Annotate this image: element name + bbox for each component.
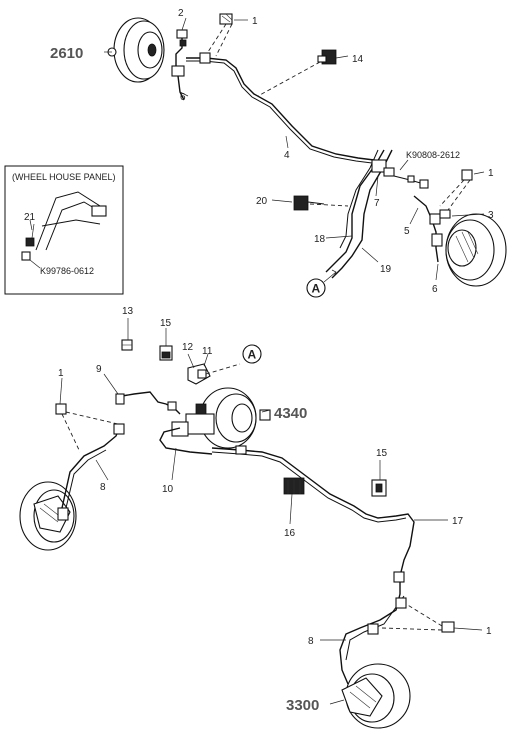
- clip-left: [55, 403, 67, 415]
- disc-bottom: [341, 663, 411, 729]
- callout-8-bottom: 8: [308, 636, 314, 647]
- callout-15-bottom: 15: [376, 448, 388, 459]
- callout-19: 19: [380, 264, 392, 275]
- brake-pipe-4: [186, 57, 385, 163]
- clip-15-bottom: [371, 479, 387, 497]
- brake-booster-main: [171, 387, 271, 449]
- connector-circle-a-top: A: [306, 269, 337, 298]
- pipe-fitting: [199, 52, 211, 64]
- rear-drum-right: [445, 213, 507, 287]
- brake-pipe-10: [159, 427, 213, 455]
- callout-18: 18: [314, 234, 326, 245]
- callout-5: 5: [404, 226, 410, 237]
- assembly-2610-label: 2610: [50, 45, 83, 62]
- callout-9: 9: [96, 364, 102, 375]
- callout-8-left: 8: [100, 482, 106, 493]
- callout-2: 2: [178, 8, 184, 19]
- brake-pipe-17: [211, 447, 415, 577]
- booster-drum-top: [107, 17, 165, 83]
- callout-12: 12: [182, 342, 194, 353]
- callout-14: 14: [352, 54, 364, 65]
- callout-1-left: 1: [58, 368, 64, 379]
- clip-14: [317, 49, 337, 65]
- callout-13: 13: [122, 306, 134, 317]
- callout-1-right: 1: [488, 168, 494, 179]
- ref-k99786: K99786-0612: [40, 266, 94, 276]
- callout-16: 16: [284, 528, 296, 539]
- clip-bottom-right: [441, 621, 455, 633]
- assembly-4340-label: 4340: [274, 405, 307, 422]
- clip-top: [219, 13, 233, 25]
- callout-3: 3: [488, 210, 494, 221]
- svg-text:A: A: [312, 282, 321, 296]
- assembly-3300-label: 3300: [286, 697, 319, 714]
- svg-text:A: A: [248, 348, 257, 362]
- callout-7: 7: [374, 198, 380, 209]
- clip-20: [293, 195, 325, 211]
- callout-6-right: 6: [432, 284, 438, 295]
- callout-15-top: 15: [160, 318, 172, 329]
- callout-11: 11: [202, 346, 213, 357]
- callout-6-top: 6: [180, 92, 186, 103]
- top-left-hose: [171, 29, 188, 101]
- clip-15-top: [159, 345, 173, 361]
- clip-right: [461, 169, 473, 181]
- callout-21: 21: [24, 212, 36, 223]
- clip-16: [283, 477, 305, 495]
- callout-1-bottom: 1: [486, 626, 492, 637]
- wheel-house-inset: (WHEEL HOUSE PANEL): [4, 165, 124, 295]
- bracket-11-12: [187, 363, 211, 385]
- inset-title: (WHEEL HOUSE PANEL): [12, 172, 116, 182]
- ref-k90808: K90808-2612: [406, 150, 460, 160]
- leader-lines: [29, 17, 485, 705]
- junction-block: [371, 159, 387, 173]
- callout-4: 4: [284, 150, 290, 161]
- callout-10: 10: [162, 484, 174, 495]
- connector-circle-a-bottom: A: [242, 344, 262, 364]
- callout-1-top: 1: [252, 16, 258, 27]
- callout-17: 17: [452, 516, 464, 527]
- disc-left: [19, 481, 77, 551]
- bolt-13: [121, 339, 133, 351]
- callout-20: 20: [256, 196, 268, 207]
